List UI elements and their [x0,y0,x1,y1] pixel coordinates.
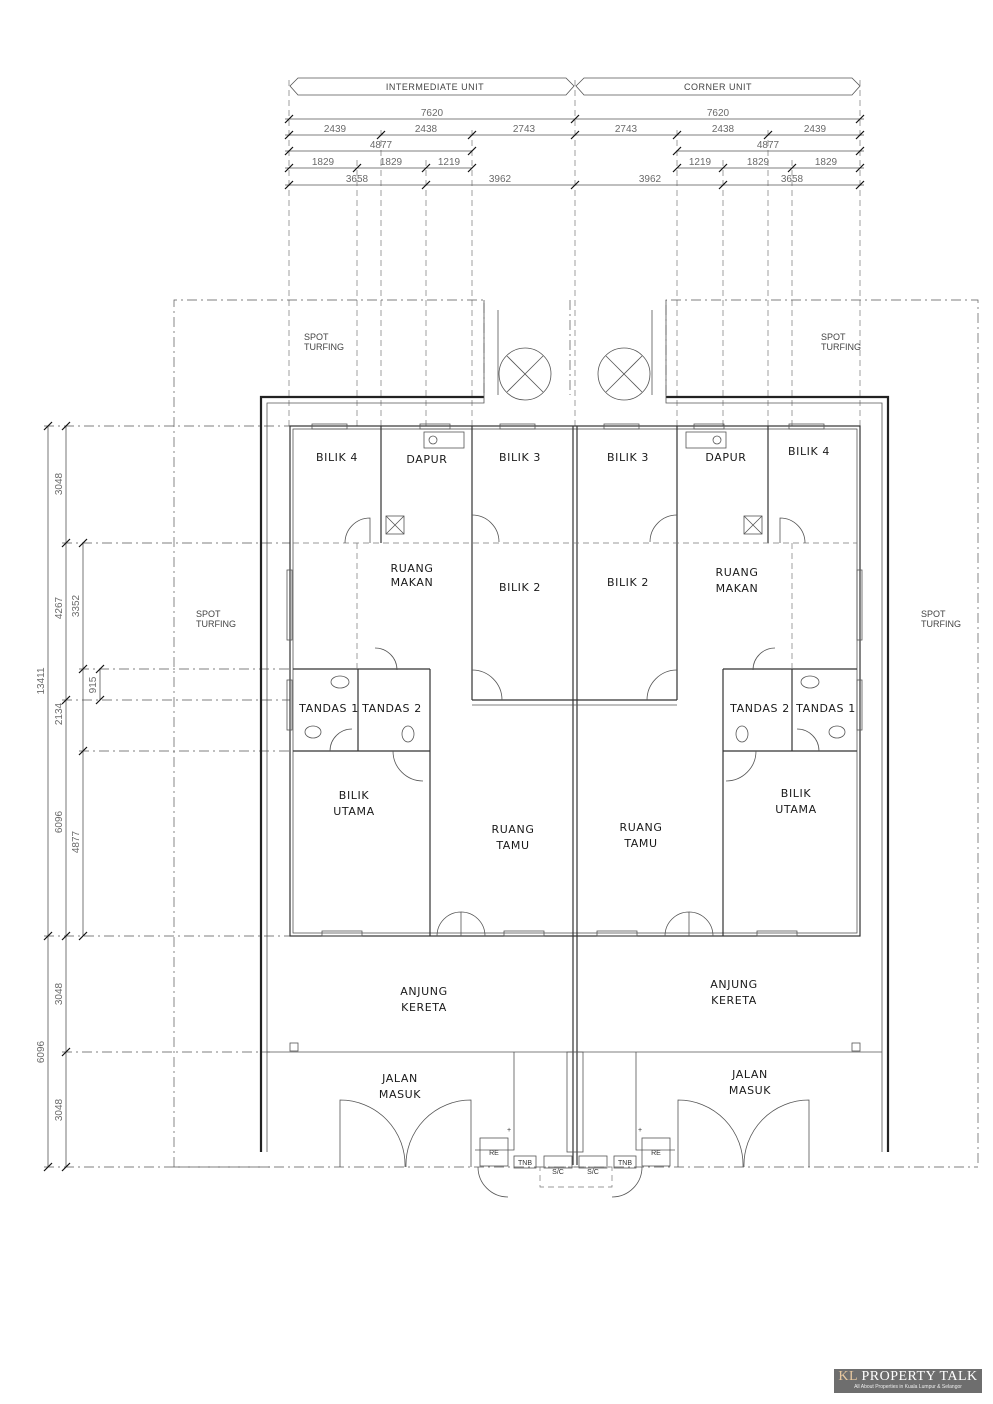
dim-label: 3658 [781,174,804,185]
rooms-corner-unit: BILIK 4 DAPUR BILIK 3 RUANG MAKAN BILIK … [607,445,856,1097]
plus-marker: + [507,1127,511,1134]
note-text: TURFING [304,342,344,352]
dim-label: 2438 [712,124,735,135]
note-text: SPOT [921,609,946,619]
room-anjung-kereta: ANJUNG [710,978,757,991]
room-tandas-1: TANDAS 1 [298,702,359,715]
dim-label: 3658 [346,174,369,185]
dim-label: 1829 [380,157,403,168]
dim-label: 4877 [71,830,82,853]
room-jalan-masuk: JALAN [381,1072,418,1085]
windows [286,423,863,937]
room-tandas-2: TANDAS 2 [729,702,790,715]
site-boundary [173,299,979,1168]
left-dimension-lines: 13411 6096 3048 4267 2134 6096 3048 3048… [36,421,290,1172]
dim-label: 4877 [757,140,780,151]
room-bilik-3: BILIK 3 [499,451,541,464]
room-tandas-1: TANDAS 1 [795,702,856,715]
rooms-intermediate-unit: BILIK 4 DAPUR BILIK 3 RUANG MAKAN BILIK … [298,451,541,1101]
dim-label: 2439 [324,124,347,135]
room-dapur: DAPUR [705,451,746,464]
dim-label: 2439 [804,124,827,135]
doors [329,514,820,1198]
spot-turfing-notes: SPOT TURFING SPOT TURFING SPOT TURFING S… [196,332,961,629]
dim-label: 3048 [54,982,65,1005]
room-jalan-masuk: JALAN [731,1068,768,1081]
dim-label: 3962 [489,174,512,185]
watermark-brand: KL PROPERTY TALK [834,1369,982,1384]
kl-property-talk-watermark: KL PROPERTY TALK All About Properties in… [834,1369,982,1393]
note-text: SPOT [196,609,221,619]
room-tandas-2: TANDAS 2 [361,702,422,715]
room-ruang-tamu: RUANG [620,821,663,834]
dim-label: 1219 [689,157,712,168]
tnb-box-label: TNB [618,1160,632,1167]
dim-label: 2743 [615,124,638,135]
room-bilik-utama-line2: UTAMA [333,805,374,818]
dim-label: 3048 [54,1098,65,1121]
note-text: SPOT [304,332,329,342]
utility-boxes: RE RE TNB TNB S/C S/C + + [479,1127,671,1188]
plus-marker: + [638,1127,642,1134]
dim-label: 2134 [54,702,65,725]
dim-intermediate-total: 7620 [421,108,444,119]
dim-label: 6096 [54,810,65,833]
rear-yard-fixtures [497,310,653,401]
tnb-box-label: TNB [518,1160,532,1167]
note-text: TURFING [196,619,236,629]
room-ruang-tamu-line2: TAMU [623,837,657,850]
dim-label: 915 [88,676,99,693]
room-anjung-kereta-line2: KERETA [401,1001,447,1014]
top-dimension-lines: 7620 2439 2438 2743 4877 1829 1829 1219 … [284,80,865,430]
sc-label: S/C [587,1169,599,1176]
dim-label: 2438 [415,124,438,135]
room-bilik-2: BILIK 2 [607,576,649,589]
re-box-label: RE [651,1150,661,1157]
room-anjung-kereta: ANJUNG [400,985,447,998]
intermediate-unit-label: INTERMEDIATE UNIT [386,82,484,92]
note-text: SPOT [821,332,846,342]
room-ruang-makan: RUANG [716,566,759,579]
sc-label: S/C [552,1169,564,1176]
dim-overall-house: 13411 [36,667,47,695]
room-bilik-utama-line2: UTAMA [775,803,816,816]
room-bilik-4: BILIK 4 [788,445,830,458]
room-jalan-masuk-line2: MASUK [729,1084,771,1097]
room-ruang-tamu: RUANG [492,823,535,836]
room-dapur: DAPUR [406,453,447,466]
dim-label: 1219 [438,157,461,168]
dim-label: 1829 [815,157,838,168]
watermark-brand-prefix: KL [838,1369,858,1384]
dim-overall-front: 6096 [36,1040,47,1063]
room-bilik-utama: BILIK [339,789,370,802]
room-ruang-makan: RUANG [391,562,434,575]
room-bilik-utama: BILIK [781,787,812,800]
room-ruang-makan-line2: MAKAN [391,576,434,589]
watermark-brand-rest: PROPERTY TALK [857,1369,978,1384]
re-box-label: RE [489,1150,499,1157]
dim-label: 2743 [513,124,536,135]
dim-corner-total: 7620 [707,108,730,119]
house-walls [267,425,882,1165]
room-bilik-3: BILIK 3 [607,451,649,464]
room-bilik-4: BILIK 4 [316,451,358,464]
dim-label: 3352 [71,594,82,617]
room-ruang-makan-line2: MAKAN [716,582,759,595]
watermark-tagline: All About Properties in Kuala Lumpur & S… [854,1384,962,1390]
dim-label: 3962 [639,174,662,185]
dim-label: 1829 [312,157,335,168]
note-text: TURFING [821,342,861,352]
room-bilik-2: BILIK 2 [499,581,541,594]
dim-label: 4877 [370,140,393,151]
corner-unit-label: CORNER UNIT [684,82,752,92]
room-ruang-tamu-line2: TAMU [495,839,529,852]
room-anjung-kereta-line2: KERETA [711,994,757,1007]
dim-label: 3048 [54,472,65,495]
note-text: TURFING [921,619,961,629]
room-jalan-masuk-line2: MASUK [379,1088,421,1101]
dim-label: 4267 [54,596,65,619]
sanitary-fixtures [304,431,846,743]
dim-label: 1829 [747,157,770,168]
